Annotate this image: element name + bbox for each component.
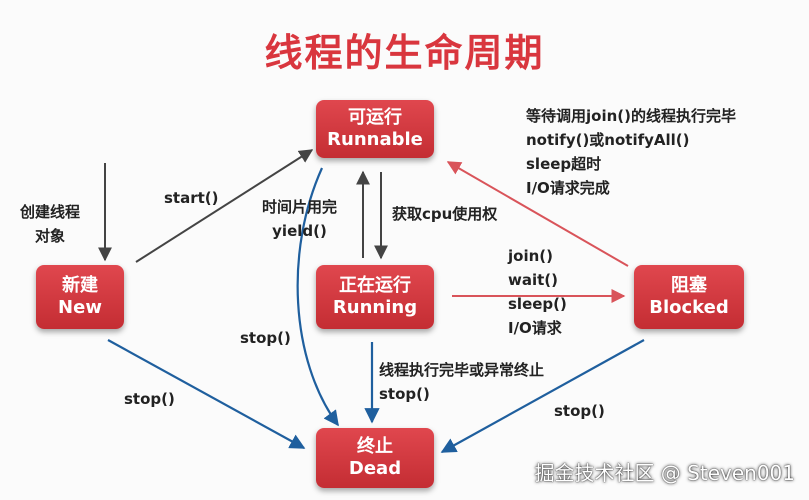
state-runnable: 可运行 Runnable [316,100,434,158]
state-blocked-zh: 阻塞 [671,275,707,296]
state-runnable-zh: 可运行 [348,107,402,128]
label-timeslice: 时间片用完 yield() [262,198,338,240]
state-new-en: New [58,297,102,318]
state-dead-en: Dead [348,458,402,479]
label-blocked-to-runnable: 等待调用join()的线程执行完毕 notify()或notifyAll() s… [526,107,736,197]
state-running-zh: 正在运行 [339,275,411,296]
label-running-to-dead: 线程执行完毕或异常终止 stop() [379,361,545,403]
arrow-runnable-to-dead [296,167,339,427]
watermark-text: 掘金技术社区 @ Steven001 [534,461,795,485]
state-blocked-en: Blocked [649,297,729,318]
state-dead: 终止 Dead [316,428,434,488]
label-stop-blocked: stop() [554,402,605,420]
label-stop-runnable: stop() [240,329,291,347]
arrow-blocked-to-runnable [446,161,629,267]
state-running-en: Running [332,297,418,318]
state-runnable-en: Runnable [327,129,423,150]
state-running: 正在运行 Running [316,265,434,329]
state-new-zh: 新建 [62,275,98,296]
state-dead-zh: 终止 [357,436,393,457]
arrow-new-to-dead [107,339,306,449]
label-create-object: 创建线程 对象 [20,203,81,245]
state-new: 新建 New [36,265,124,329]
arrow-new-to-runnable [135,149,314,263]
state-blocked: 阻塞 Blocked [634,265,744,329]
arrow-blocked-to-dead [440,339,645,453]
diagram-title: 线程的生命周期 [264,31,545,75]
label-stop-new: stop() [124,390,175,408]
label-running-to-blocked: join() wait() sleep() I/O请求 [508,247,567,337]
label-start: start() [164,189,219,207]
label-get-cpu: 获取cpu使用权 [392,205,498,223]
